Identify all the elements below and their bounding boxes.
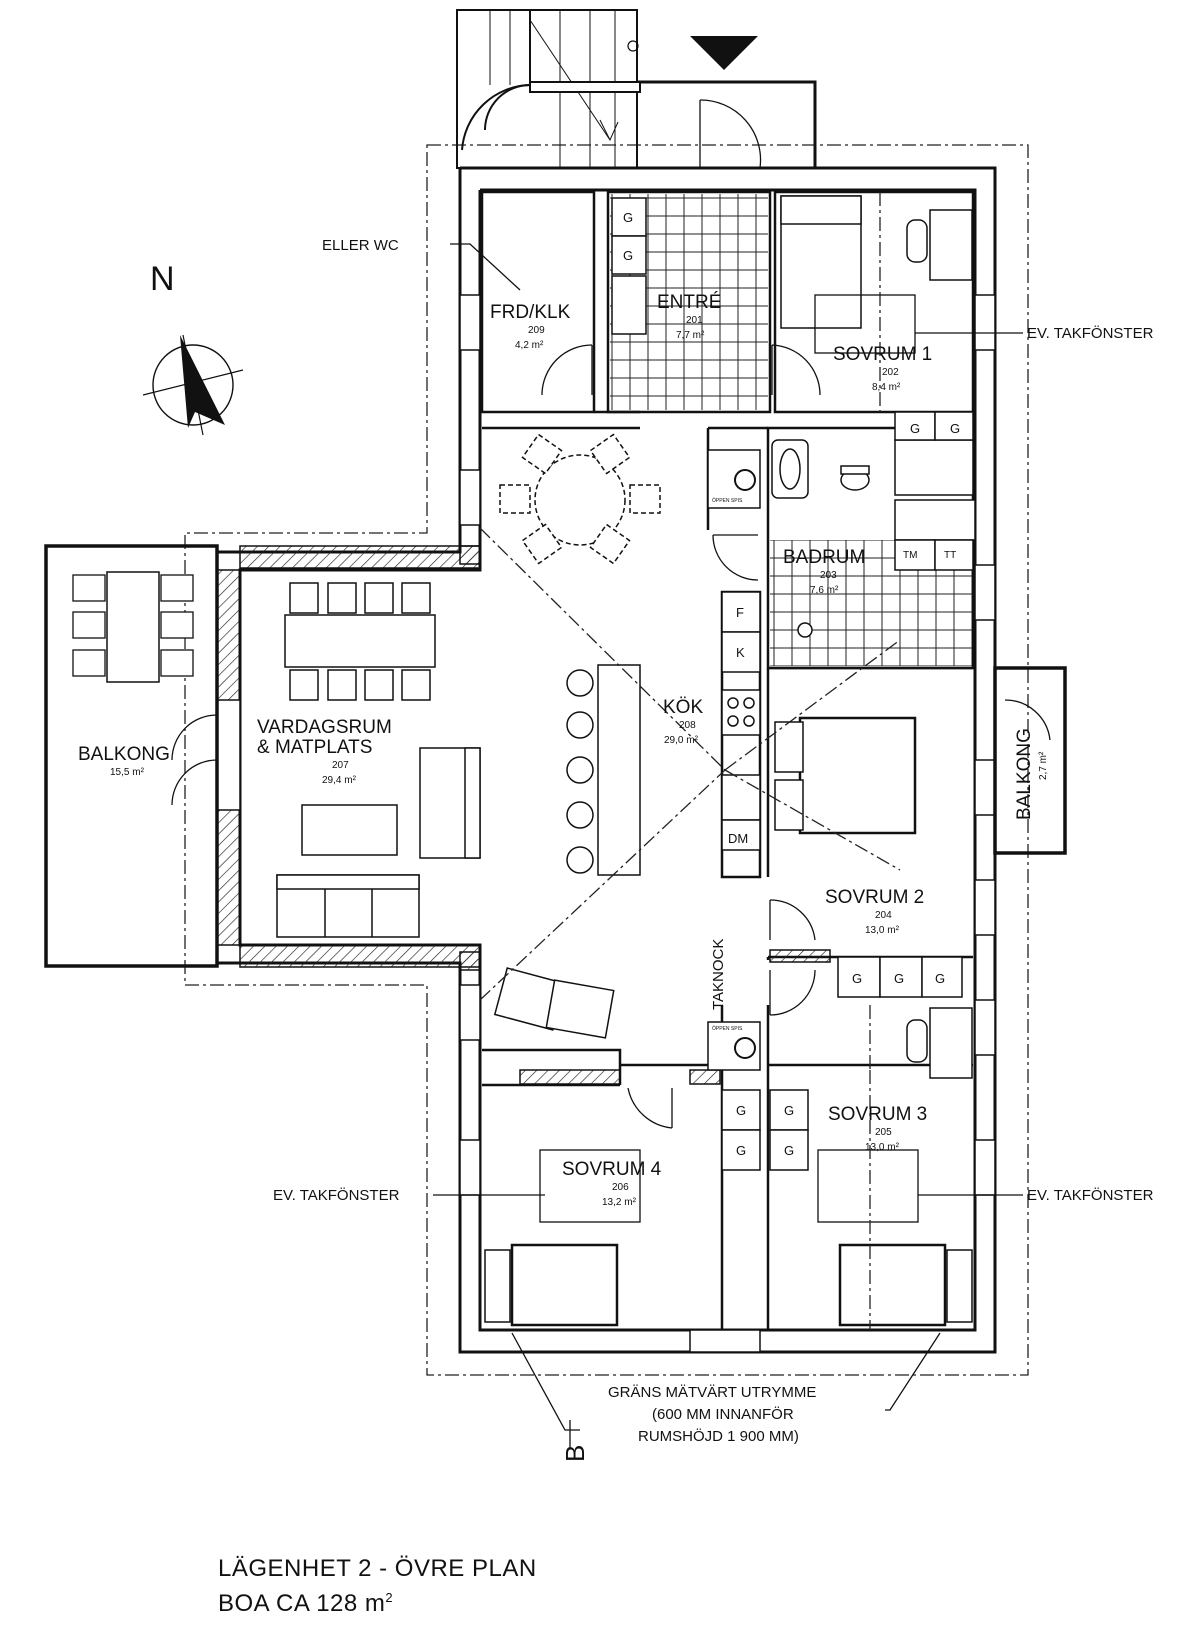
plan-area-text: BOA CA 128 m <box>218 1590 386 1617</box>
room-name: ENTRÉ <box>657 292 721 313</box>
sovrum2-bed <box>774 716 917 835</box>
room-area: 15,5 m² <box>110 767 145 778</box>
cabinet-g-label: G <box>623 210 633 225</box>
skylight-note: EV. TAKFÖNSTER <box>1027 324 1154 342</box>
room-number: 204 <box>875 910 892 921</box>
sovrum1-desk <box>906 209 973 281</box>
room-name: BALKONG <box>78 744 170 765</box>
room-area: 13,2 m² <box>602 1197 637 1208</box>
room-area: 2,7 m² <box>1038 751 1049 780</box>
north-arrow-icon <box>180 335 225 428</box>
sovrum2-wardrobe <box>837 956 963 998</box>
cabinet-g-label: G <box>950 421 960 436</box>
east-balcony <box>993 666 1067 855</box>
eller-wc-note: ELLER WC <box>322 237 399 254</box>
room-area: 8,4 m² <box>872 382 901 393</box>
skylights <box>539 294 919 1223</box>
room-area: 13,0 m² <box>865 925 900 936</box>
room-name: KÖK <box>663 697 703 718</box>
section-marker: B <box>560 1445 590 1462</box>
fireplace-south: ÖPPEN SPIS <box>707 1021 761 1071</box>
cabinet-g-label: G <box>910 421 920 436</box>
freezer-label: K <box>736 645 745 660</box>
compass: N <box>142 260 244 436</box>
room-area: 4,2 m² <box>515 340 544 351</box>
room-number: 203 <box>820 570 837 581</box>
compass-north-label: N <box>150 260 175 298</box>
room-name: SOVRUM 1 <box>833 344 932 365</box>
taknock-label: TAKNOCK <box>710 939 727 1010</box>
fridge-label: F <box>736 605 744 620</box>
boundary-note: RUMSHÖJD 1 900 MM) <box>638 1427 799 1445</box>
plan-area-superscript: 2 <box>385 1590 394 1605</box>
room-number: 207 <box>332 760 349 771</box>
hatched-wall-bottom <box>239 944 481 968</box>
room-number: 209 <box>528 325 545 336</box>
dining-table <box>284 582 436 701</box>
boundary-note: GRÄNS MÄTVÄRT UTRYMME <box>608 1384 816 1401</box>
dishwasher-label: DM <box>728 831 748 846</box>
bedroom-wardrobes <box>721 1089 809 1171</box>
skylight-note: EV. TAKFÖNSTER <box>1027 1186 1154 1204</box>
windows <box>459 294 996 1353</box>
cabinet-g-label: G <box>852 971 862 986</box>
cabinet-g-label: G <box>736 1143 746 1158</box>
room-area: 7,7 m² <box>676 330 705 341</box>
room-name: BALKONG <box>1014 728 1035 820</box>
bedroom-beds <box>484 1243 973 1327</box>
boundary-line <box>184 144 1029 1376</box>
kitchen-island <box>566 664 641 876</box>
balcony-door-opening <box>216 699 241 811</box>
room-name: FRD/KLK <box>490 302 571 323</box>
cabinet-g-label: G <box>736 1103 746 1118</box>
fireplace-north: ÖPPEN SPIS <box>707 449 761 509</box>
room-area: 29,0 m² <box>664 735 699 746</box>
sovrum3-desk <box>906 1007 973 1079</box>
hatched-wall-top <box>239 545 481 569</box>
entre-cabinets <box>611 195 862 335</box>
room-area: 7,6 m² <box>810 585 839 596</box>
plan-title: LÄGENHET 2 - ÖVRE PLAN <box>218 1555 537 1582</box>
room-number: 208 <box>679 720 696 731</box>
entrance-arrow-icon <box>690 36 758 70</box>
fireplace-label: ÖPPEN SPIS <box>712 497 743 504</box>
cabinet-g-label: G <box>935 971 945 986</box>
room-name: SOVRUM 4 <box>562 1159 662 1180</box>
room-number: 206 <box>612 1182 629 1193</box>
boundary-note: (600 MM INNANFÖR <box>652 1405 794 1423</box>
room-area: 13,0 m² <box>865 1142 900 1153</box>
room-name: SOVRUM 3 <box>828 1104 927 1125</box>
dryer-label: TT <box>944 550 956 561</box>
skylight-note: EV. TAKFÖNSTER <box>273 1186 400 1204</box>
living-furniture <box>276 747 481 938</box>
cabinet-g-label: G <box>894 971 904 986</box>
cabinet-g-label: G <box>623 248 633 263</box>
cabinet-g-label: G <box>784 1143 794 1158</box>
doors <box>171 344 1051 1129</box>
plan-area: BOA CA 128 m2 <box>218 1590 393 1618</box>
room-number: 202 <box>882 367 899 378</box>
room-number: 205 <box>875 1127 892 1138</box>
room-area: 29,4 m² <box>322 775 357 786</box>
bathroom-fixtures <box>771 411 976 638</box>
hatched-partitions <box>459 545 831 1085</box>
kitchen-counter <box>721 591 761 851</box>
fireplace-label: ÖPPEN SPIS <box>712 1025 743 1032</box>
room-name: SOVRUM 2 <box>825 887 924 908</box>
entry-landing <box>529 80 817 169</box>
roof-lines <box>479 192 901 1330</box>
room-name: BADRUM <box>783 547 865 568</box>
leader-lines <box>433 243 1023 1448</box>
cabinet-g-label: G <box>784 1103 794 1118</box>
armchairs <box>493 967 615 1039</box>
dining-round-table <box>499 433 661 565</box>
room-name: VARDAGSRUM <box>257 717 392 738</box>
west-balcony <box>44 544 219 968</box>
room-number: 201 <box>686 315 703 326</box>
room-name: & MATPLATS <box>257 737 372 758</box>
washer-label: TM <box>903 550 917 561</box>
